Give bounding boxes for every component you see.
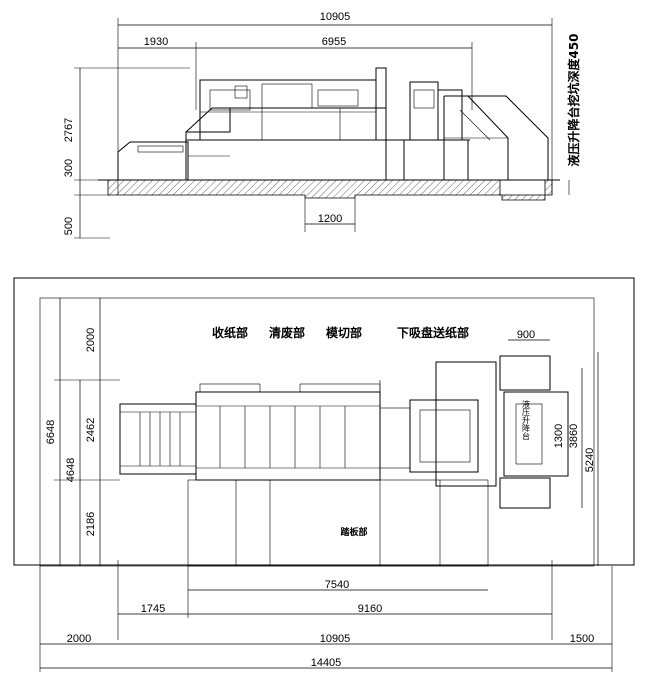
dim-label: 10905 [320,11,351,23]
dim-feeder-main: 1930 6955 [118,36,473,110]
machine-side [117,67,549,180]
label-plate: 踏板部 [340,526,367,538]
dim-right-plan: 900 1300 3860 5240 [508,329,599,566]
dim-bottom-plan: 7540 1745 9160 2000 10905 1500 14405 [39,560,613,672]
dim-label: 5240 [584,448,596,472]
dim-label: 300 [63,159,75,177]
plate-section-plan: 踏板部 [187,479,489,567]
label-delivery: 收纸部 [212,325,248,340]
label-stripping: 清废部 [269,325,305,340]
dim-label: 1745 [141,603,165,615]
dim-label: 1930 [144,36,168,48]
room-outline [13,277,635,566]
dim-pit-width: 1200 [304,198,356,232]
dim-label: 1300 [553,424,565,448]
dim-label: 2767 [63,118,75,142]
dim-total-width-side: 10905 [117,11,553,195]
delivery-unit-plan [119,403,197,475]
dim-label: 14405 [311,657,342,669]
label-die-cutting: 模切部 [326,325,362,340]
dim-label: 2462 [85,418,97,442]
feeder-platform-plan: 液压升降台 [435,355,569,509]
dim-label: 9160 [358,603,382,615]
plan-view: 收纸部 清废部 模切部 下吸盘送纸部 2000 6648 4648 2462 2… [13,277,635,672]
floor-foundation [98,179,560,201]
dim-vertical-side: 2767 300 500 [63,67,190,239]
dim-label: 1500 [570,633,594,645]
dim-label: 1200 [318,213,342,225]
dim-label: 2000 [85,328,97,352]
main-body-plan [195,380,479,481]
dim-label: 500 [63,217,75,235]
side-view: 10905 1930 6955 2767 300 500 [63,11,581,239]
label-feeder: 下吸盘送纸部 [397,325,469,340]
dim-label: 4648 [65,458,77,482]
dim-label: 6648 [45,420,57,444]
dim-label: 2000 [67,633,91,645]
label-feeder-platform: 液压升降台 [522,399,531,441]
dim-label: 10905 [320,633,351,645]
dim-label: 900 [517,329,535,341]
dim-label: 3860 [568,424,580,448]
dim-label: 7540 [325,579,349,591]
dim-label: 2186 [85,512,97,536]
dim-vertical-plan: 2000 6648 4648 2462 2186 [45,298,120,566]
pit-depth-note: 液压升降台挖坑深度450 [566,33,581,166]
dim-label: 6955 [322,36,346,48]
